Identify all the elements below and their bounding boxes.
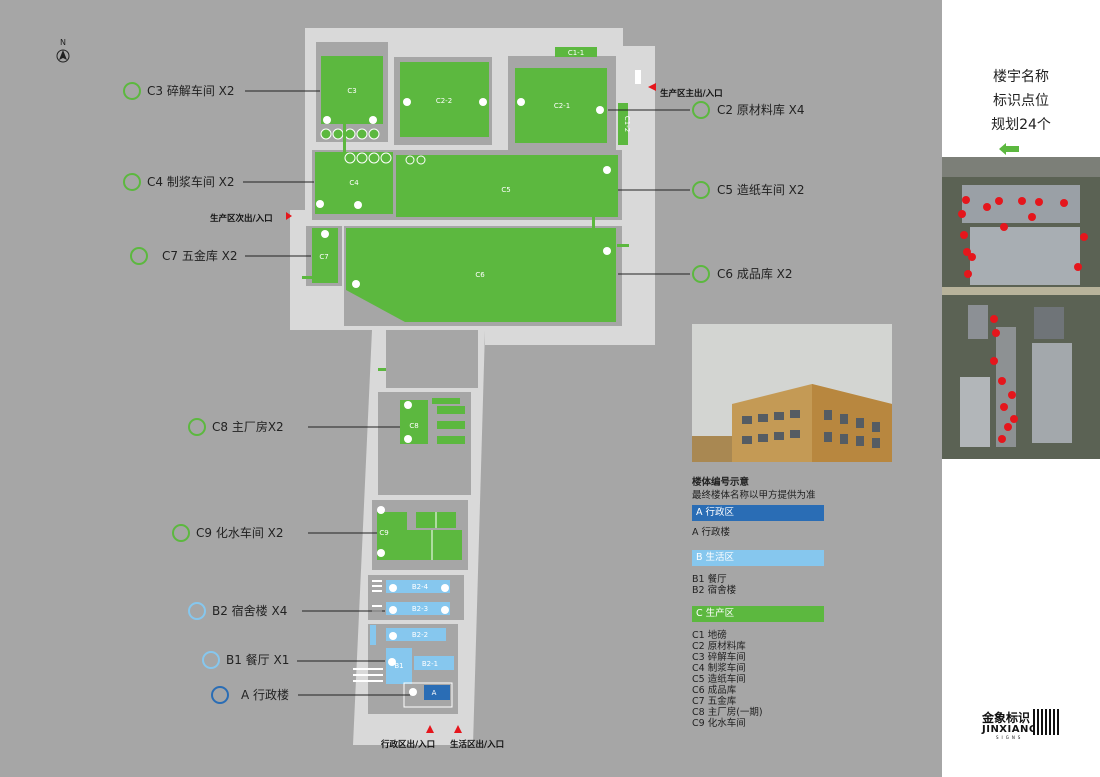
label-c1-2: C1-2 [623,116,631,132]
compass-label: N [60,38,66,47]
label-c2-2: C2-2 [436,97,452,105]
callout-c6: C6 成品库 X2 [717,266,793,281]
callout-c4: C4 制浆车间 X2 [147,174,235,189]
gate-production-main-label: 生产区主出/入口 [660,88,723,99]
building-labels: C3 C2-2 C2-1 C1-1 C1-2 C4 C5 C7 C6 C8 C9… [319,49,631,697]
building-b1 [386,648,412,684]
label-b1: B1 [394,662,403,670]
building-a [424,685,450,700]
gate-production-secondary-label: 生产区次出/入口 [210,213,273,224]
label-c8: C8 [409,422,418,430]
label-c1-1: C1-1 [568,49,584,57]
legend-zone-b-header: B 生活区 [692,550,824,566]
label-a: A [432,689,437,697]
building-c3 [321,56,383,124]
callout-c7: C7 五金库 X2 [162,248,238,263]
callout-c9: C9 化水车间 X2 [196,525,284,540]
legend-zone-c-items: C1 地磅 C2 原材料库 C3 碎解车间 C4 制浆车间 C5 造纸车间 C6… [692,630,763,729]
legend-zone-a-header: A 行政区 [692,505,824,521]
legend-title: 楼体编号示意 [692,477,750,488]
north-arrow-icon: N [56,38,70,63]
right-panel: 楼宇名称 标识点位 规划24个 [942,0,1100,777]
callout-c5: C5 造纸车间 X2 [717,182,805,197]
sign-points [316,98,611,696]
building-c4 [315,152,393,214]
building-c1-1 [555,47,597,57]
building-b2-1 [414,656,454,670]
label-c2-1: C2-1 [554,102,570,110]
callout-c2: C2 原材料库 X4 [717,102,805,117]
building-c2-1 [515,68,607,143]
building-c6 [346,228,616,322]
label-c3: C3 [347,87,356,95]
label-c7: C7 [319,253,328,261]
brand-name-cn: 金象标识 [982,711,1031,725]
label-b2-4: B2-4 [412,583,429,591]
label-c5: C5 [501,186,510,194]
building-photo [692,324,892,462]
qr-code-icon [1033,709,1059,735]
production-buildings [302,47,629,560]
gate-admin-label: 行政区出/入口 [380,739,435,750]
brand-tag: SIGNS [996,735,1024,740]
building-b2-3 [386,602,450,615]
callout-b1: B1 餐厅 X1 [226,652,289,667]
label-c9: C9 [379,529,388,537]
building-c8 [400,400,428,444]
label-c4: C4 [349,179,359,187]
callout-c3: C3 碎解车间 X2 [147,83,235,98]
label-c6: C6 [475,271,485,279]
building-c1-2 [618,103,628,145]
callout-circles [123,82,710,704]
living-buildings [353,580,454,708]
gate-markers [286,83,656,733]
callout-a: A 行政楼 [241,687,289,702]
legend-zone-a-items: A 行政楼 [692,527,731,538]
gate-living-label: 生活区出/入口 [450,739,504,750]
brand-name-en: JINXIANG [982,724,1038,735]
building-b2-4 [386,580,450,593]
legend-zone-c-header: C 生产区 [692,606,824,622]
gate-production-secondary-icon [286,212,292,220]
callout-c8: C8 主厂房X2 [212,419,284,434]
gate-production-main-icon [648,83,656,91]
building-c5 [396,155,618,217]
left-arrow-icon [999,143,1019,155]
gate-admin-icon [426,725,434,733]
building-b2-2 [386,628,446,641]
gate-labels: 生产区主出/入口 生产区次出/入口 行政区出/入口 生活区出/入口 [210,88,723,750]
callout-b2: B2 宿舍楼 X4 [212,603,287,618]
right-title-line-1: 楼宇名称 [993,69,1049,85]
building-c2-2 [400,62,489,137]
right-title-line-3: 规划24个 [991,117,1051,133]
right-title-line-2: 标识点位 [993,93,1049,109]
legend-zone-b-items: B1 餐厅 B2 宿舍楼 [692,574,737,596]
legend-subtitle: 最终楼体名称以甲方提供为准 [692,490,816,501]
label-b2-2: B2-2 [412,631,428,639]
gate-living-icon [454,725,462,733]
label-b2-1: B2-1 [422,660,438,668]
callout-labels: C3 碎解车间 X2 C4 制浆车间 X2 C7 五金库 X2 C8 主厂房X2… [147,83,805,702]
callout-lines [243,90,690,696]
label-b2-3: B2-3 [412,605,428,613]
aerial-satellite-image [942,157,1100,459]
